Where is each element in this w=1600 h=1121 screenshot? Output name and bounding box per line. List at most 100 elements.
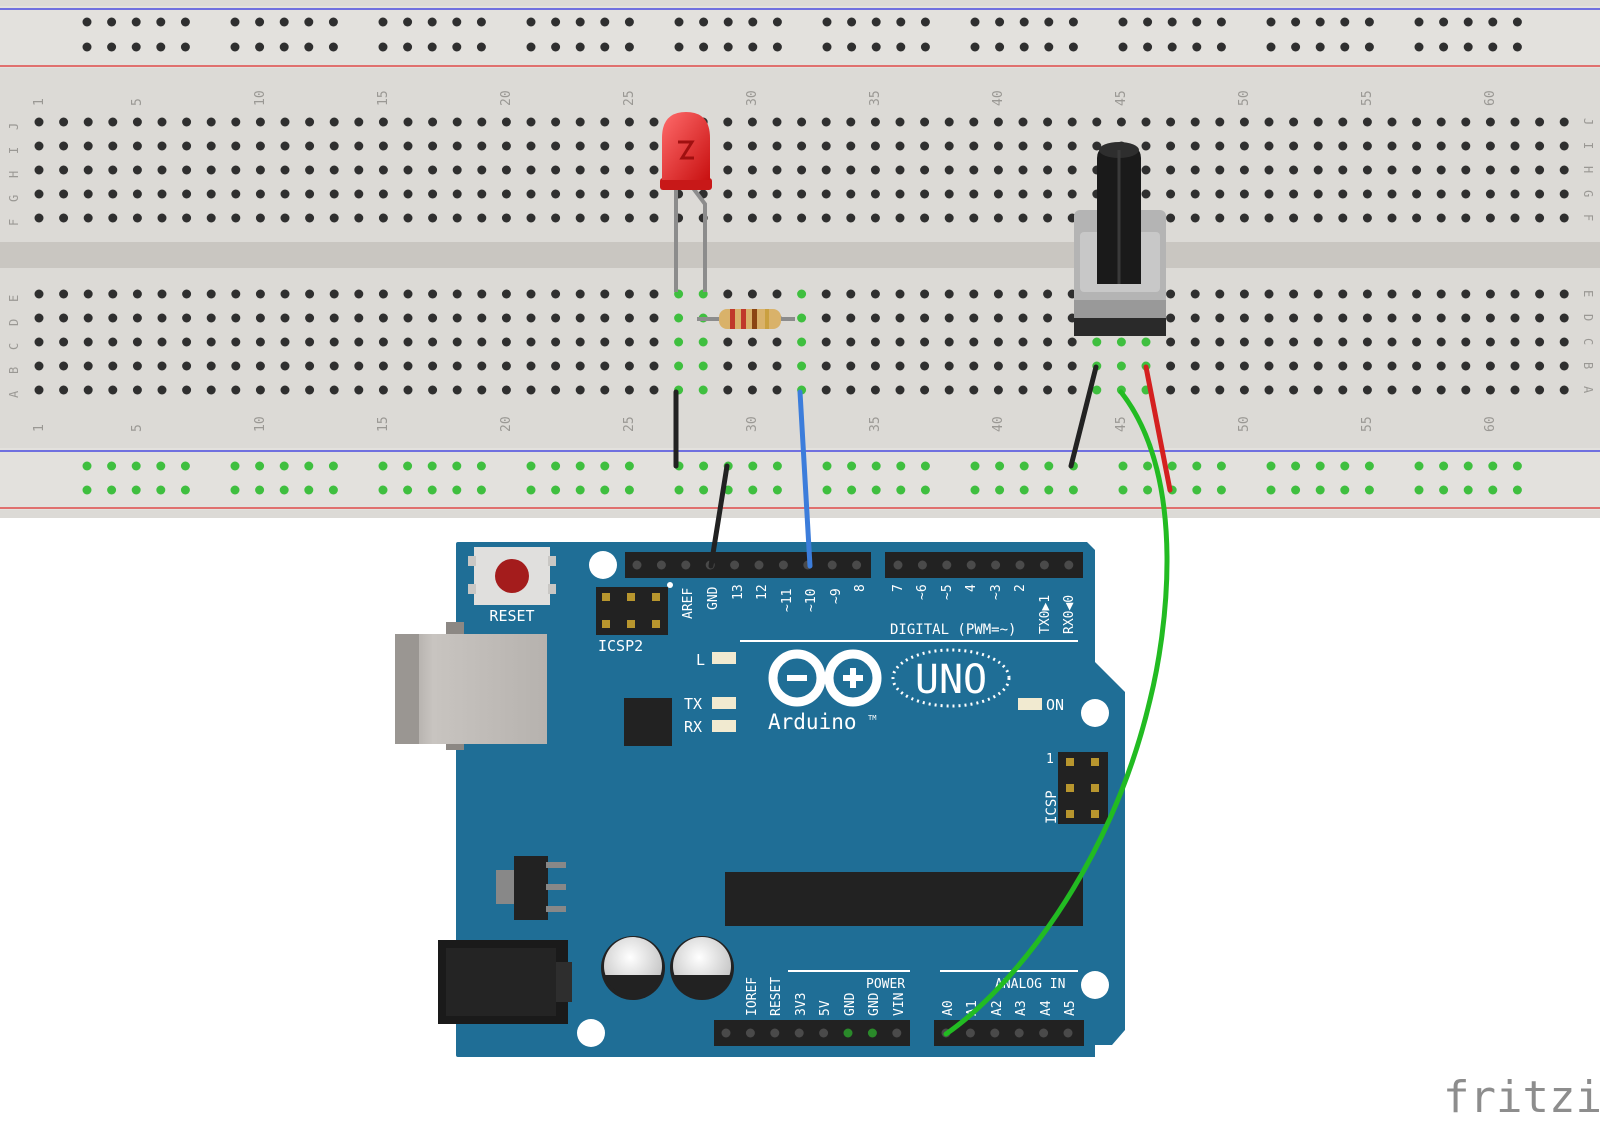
- breadboard-hole: [403, 289, 413, 299]
- wire-pot-5v[interactable]: [1143, 364, 1173, 493]
- breadboard-hole: [1166, 213, 1176, 223]
- breadboard-hole: [526, 117, 536, 127]
- rail-hole: [304, 485, 314, 495]
- rail-hole: [526, 485, 536, 495]
- pin-label: A4: [1039, 1000, 1054, 1016]
- breadboard-hole: [723, 141, 733, 151]
- wire-pot-ground[interactable]: [1068, 364, 1099, 469]
- potentiometer[interactable]: [1074, 142, 1166, 336]
- breadboard-hole: [452, 313, 462, 323]
- breadboard-hole: [501, 361, 511, 371]
- breadboard-hole: [1264, 289, 1274, 299]
- breadboard-hole: [1190, 337, 1200, 347]
- breadboard-hole: [624, 165, 634, 175]
- rail-hole: [871, 17, 881, 27]
- wire-pot-wiper-a0[interactable]: [943, 389, 1170, 1037]
- breadboard-hole: [1510, 141, 1520, 151]
- breadboard-hole: [34, 337, 44, 347]
- rail-hole: [748, 485, 758, 495]
- rail-hole: [452, 461, 462, 471]
- pin-label: GND: [843, 992, 858, 1016]
- col-num-top: 15: [376, 90, 391, 106]
- breadboard-hole: [772, 337, 782, 347]
- header-pin: [778, 560, 788, 570]
- rail-hole: [1019, 461, 1029, 471]
- rail-hole: [1439, 485, 1449, 495]
- breadboard-hole: [452, 361, 462, 371]
- rail-hole: [1216, 17, 1226, 27]
- breadboard-hole: [108, 141, 118, 151]
- header-pin: [819, 1028, 829, 1038]
- breadboard-hole: [403, 141, 413, 151]
- breadboard-hole: [526, 361, 536, 371]
- rail-hole: [600, 17, 610, 27]
- breadboard-hole: [821, 385, 831, 395]
- rail-hole: [1315, 461, 1325, 471]
- breadboard-hole: [1362, 165, 1372, 175]
- header-pin: [990, 1028, 1000, 1038]
- rail-hole: [847, 485, 857, 495]
- breadboard-hole: [34, 289, 44, 299]
- wire-pin10-signal[interactable]: [797, 389, 813, 569]
- breadboard-hole: [797, 189, 807, 199]
- row-letter: C: [1581, 338, 1595, 345]
- breadboard-hole: [1239, 289, 1249, 299]
- breadboard-hole: [83, 165, 93, 175]
- rail-hole: [1192, 17, 1202, 27]
- breadboard-hole: [1510, 385, 1520, 395]
- breadboard-hole: [354, 141, 364, 151]
- breadboard-hole: [624, 289, 634, 299]
- rail-hole: [1216, 461, 1226, 471]
- col-num-bottom: 55: [1360, 416, 1375, 432]
- breadboard-hole: [59, 165, 69, 175]
- breadboard-hole: [378, 141, 388, 151]
- breadboard-hole: [501, 385, 511, 395]
- breadboard-hole: [329, 141, 339, 151]
- wire-gnd-rail[interactable]: [708, 463, 730, 569]
- breadboard-hole: [1116, 361, 1126, 371]
- breadboard-hole: [624, 189, 634, 199]
- breadboard-hole: [1190, 385, 1200, 395]
- breadboard-hole: [329, 361, 339, 371]
- reset-button[interactable]: [468, 547, 556, 605]
- breadboard-hole: [1092, 117, 1102, 127]
- header-pin: [1039, 560, 1049, 570]
- rail-hole: [1414, 461, 1424, 471]
- breadboard-hole: [378, 189, 388, 199]
- led-l-label: L: [696, 651, 705, 669]
- breadboard-hole: [452, 141, 462, 151]
- breadboard-hole: [772, 117, 782, 127]
- rail-hole: [378, 17, 388, 27]
- breadboard-hole: [551, 165, 561, 175]
- breadboard-hole: [1018, 385, 1028, 395]
- breadboard-hole: [969, 213, 979, 223]
- rail-hole: [230, 17, 240, 27]
- header-pin: [745, 1028, 755, 1038]
- col-num-bottom: 30: [745, 416, 760, 432]
- row-letter: G: [1581, 190, 1595, 197]
- breadboard-hole: [231, 337, 241, 347]
- resistor[interactable]: [697, 309, 795, 329]
- breadboard-hole: [206, 289, 216, 299]
- rail-hole: [699, 42, 709, 52]
- breadboard-hole: [1264, 117, 1274, 127]
- col-num-top: 20: [499, 90, 514, 106]
- breadboard-hole: [1313, 213, 1323, 223]
- breadboard-hole: [944, 337, 954, 347]
- breadboard-hole: [1018, 337, 1028, 347]
- rail-hole: [1044, 42, 1054, 52]
- breadboard-hole: [1535, 385, 1545, 395]
- red-led[interactable]: [660, 112, 712, 292]
- breadboard-hole: [1239, 385, 1249, 395]
- breadboard-hole: [1313, 313, 1323, 323]
- breadboard-hole: [551, 141, 561, 151]
- pin-label: 7: [891, 584, 906, 592]
- breadboard-hole: [157, 313, 167, 323]
- breadboard-hole: [920, 289, 930, 299]
- breadboard-hole: [1559, 361, 1569, 371]
- row-letter: F: [7, 219, 21, 226]
- breadboard-hole: [1338, 313, 1348, 323]
- breadboard-hole: [305, 385, 315, 395]
- rail-hole: [230, 42, 240, 52]
- pin-label: ~11: [780, 589, 795, 612]
